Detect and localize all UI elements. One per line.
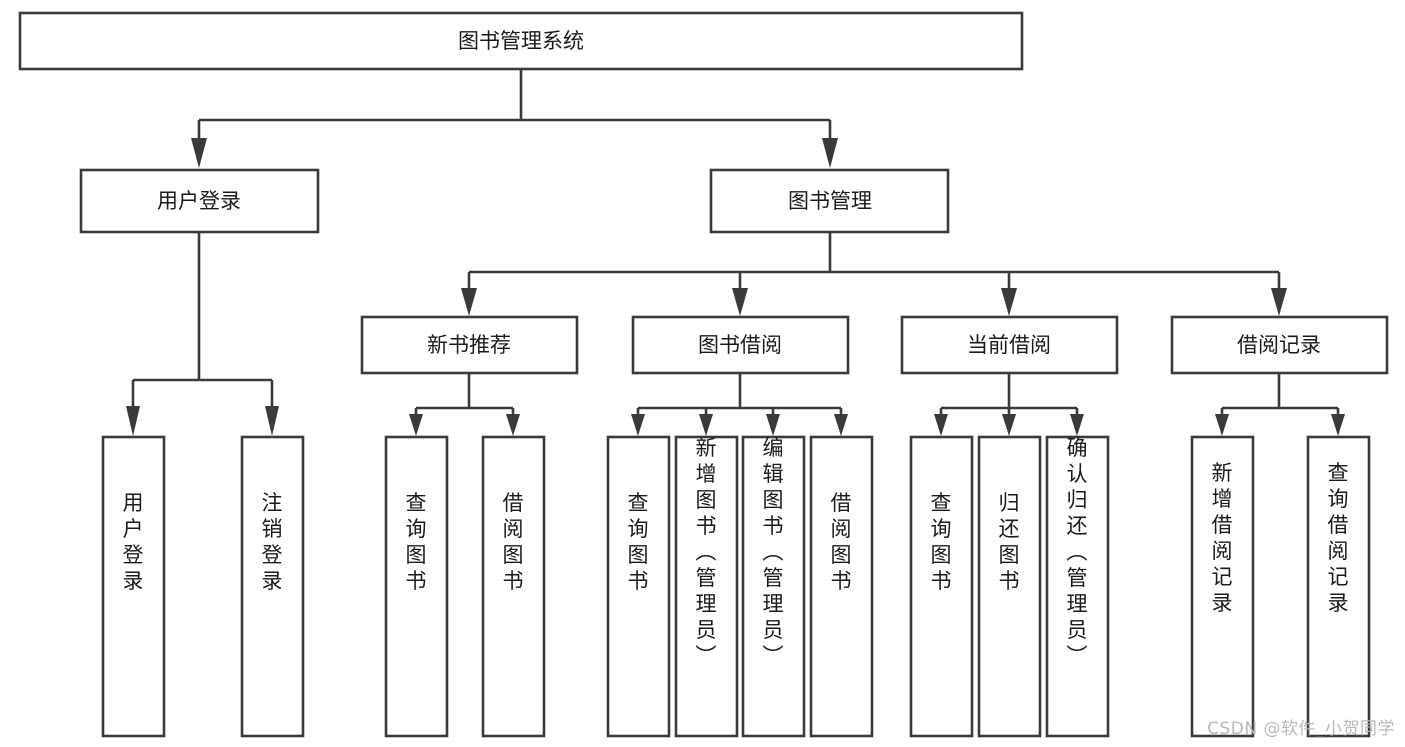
node-user-login-box bbox=[79, 168, 320, 234]
node-new-book-rec[interactable]: 新书推荐 bbox=[360, 315, 579, 375]
leaf-node-borrow-query-book[interactable]: 查询图书 bbox=[606, 435, 671, 738]
leaf-node-borrow-query-book-box bbox=[606, 435, 671, 738]
node-current-borrow-label: 当前借阅 bbox=[967, 333, 1051, 357]
leaf-node-user-logout-box bbox=[240, 435, 305, 738]
arrow-to-book-borrow bbox=[732, 288, 748, 316]
leaf-node-record-query-box bbox=[1306, 435, 1371, 738]
leaf-node-rec-borrow-book-label: 借阅图书 bbox=[503, 491, 524, 593]
leaf-node-record-add-box bbox=[1190, 435, 1255, 738]
node-current-borrow-box bbox=[900, 315, 1119, 375]
leaf-node-borrow-add-book-label: 新增图书︵管理员︶ bbox=[696, 436, 717, 668]
leaf-node-current-confirm-return-label: 确认归还︵管理员︶ bbox=[1067, 436, 1088, 668]
connector-user-login-to-leaves bbox=[126, 232, 279, 436]
node-root-box bbox=[18, 11, 1024, 71]
leaf-node-user-login-box bbox=[101, 435, 166, 738]
node-user-login-label: 用户登录 bbox=[157, 189, 241, 213]
leaf-node-current-confirm-return[interactable]: 确认归还︵管理员︶ bbox=[1045, 435, 1110, 738]
arrow-to-borrow-record bbox=[1271, 288, 1287, 316]
leaf-node-borrow-edit-book-label: 编辑图书︵管理员︶ bbox=[763, 436, 784, 668]
arrow-to-leaf-current-return-book bbox=[1002, 414, 1016, 436]
leaf-node-current-return-book-box bbox=[977, 435, 1042, 738]
leaf-node-current-query-book[interactable]: 查询图书 bbox=[909, 435, 974, 738]
leaf-node-current-return-book[interactable]: 归还图书 bbox=[977, 435, 1042, 738]
node-book-borrow[interactable]: 图书借阅 bbox=[631, 315, 850, 375]
node-current-borrow[interactable]: 当前借阅 bbox=[900, 315, 1119, 375]
connector-book-borrow-to-leaves bbox=[631, 373, 848, 436]
leaf-node-record-query[interactable]: 查询借阅记录 bbox=[1306, 435, 1371, 738]
leaf-node-record-add-label: 新增借阅记录 bbox=[1212, 461, 1233, 615]
leaf-node-borrow-borrow-book[interactable]: 借阅图书 bbox=[809, 435, 874, 738]
arrow-to-current-borrow bbox=[1001, 288, 1017, 316]
node-new-book-rec-box bbox=[360, 315, 579, 375]
arrow-to-leaf-borrow-borrow-book bbox=[834, 414, 848, 436]
leaf-node-current-return-book-label: 归还图书 bbox=[999, 491, 1020, 593]
leaf-node-rec-query-book-box bbox=[384, 435, 449, 738]
arrow-to-new-book-rec bbox=[461, 288, 477, 316]
leaf-node-rec-borrow-book[interactable]: 借阅图书 bbox=[481, 435, 546, 738]
arrow-to-book-manage bbox=[822, 138, 838, 168]
arrow-to-leaf-borrow-query-book bbox=[631, 414, 645, 436]
arrow-to-leaf-user-logout bbox=[265, 406, 279, 436]
leaf-node-rec-query-book[interactable]: 查询图书 bbox=[384, 435, 449, 738]
arrow-to-leaf-rec-query-book bbox=[409, 414, 423, 436]
leaf-node-user-logout[interactable]: 注销登录 bbox=[240, 435, 305, 738]
connector-root-to-level2 bbox=[191, 69, 838, 168]
leaf-node-current-confirm-return-box bbox=[1045, 435, 1110, 738]
arrow-to-leaf-rec-borrow-book bbox=[506, 414, 520, 436]
arrow-to-leaf-borrow-add-book bbox=[699, 414, 713, 436]
node-borrow-record[interactable]: 借阅记录 bbox=[1170, 315, 1389, 375]
leaf-node-rec-borrow-book-box bbox=[481, 435, 546, 738]
leaf-node-borrow-add-book-box bbox=[674, 435, 739, 738]
node-book-manage-label: 图书管理 bbox=[788, 189, 872, 213]
connector-current-borrow-to-leaves bbox=[934, 373, 1084, 436]
leaf-node-user-logout-label: 注销登录 bbox=[262, 491, 283, 593]
csdn-watermark: CSDN @软件_小贺同学 bbox=[1207, 719, 1395, 739]
node-new-book-rec-label: 新书推荐 bbox=[427, 333, 511, 357]
arrow-to-leaf-borrow-edit-book bbox=[766, 414, 780, 436]
node-borrow-record-label: 借阅记录 bbox=[1237, 333, 1321, 357]
arrow-to-leaf-user-login bbox=[126, 406, 140, 436]
node-book-manage[interactable]: 图书管理 bbox=[709, 168, 950, 234]
leaf-node-borrow-borrow-book-label: 借阅图书 bbox=[831, 491, 852, 593]
connector-book-manage-to-level3 bbox=[461, 232, 1287, 316]
leaf-node-rec-query-book-label: 查询图书 bbox=[406, 491, 427, 593]
leaf-node-borrow-query-book-label: 查询图书 bbox=[628, 491, 649, 593]
arrow-to-leaf-current-query-book bbox=[934, 414, 948, 436]
leaf-node-user-login[interactable]: 用户登录 bbox=[101, 435, 166, 738]
leaf-node-borrow-add-book[interactable]: 新增图书︵管理员︶ bbox=[674, 435, 739, 738]
arrow-to-user-login bbox=[191, 138, 207, 168]
arrow-to-leaf-record-query bbox=[1331, 414, 1345, 436]
node-book-borrow-label: 图书借阅 bbox=[698, 333, 782, 357]
leaf-node-record-add[interactable]: 新增借阅记录 bbox=[1190, 435, 1255, 738]
arrow-to-leaf-record-add bbox=[1215, 414, 1229, 436]
leaf-node-borrow-edit-book[interactable]: 编辑图书︵管理员︶ bbox=[741, 435, 806, 738]
node-root-label: 图书管理系统 bbox=[458, 29, 584, 53]
leaf-node-borrow-edit-book-box bbox=[741, 435, 806, 738]
leaf-node-record-query-label: 查询借阅记录 bbox=[1328, 461, 1349, 615]
leaf-node-borrow-borrow-book-box bbox=[809, 435, 874, 738]
leaf-node-user-login-label: 用户登录 bbox=[123, 491, 144, 593]
node-root[interactable]: 图书管理系统 bbox=[18, 11, 1024, 71]
leaf-node-current-query-book-label: 查询图书 bbox=[931, 491, 952, 593]
connector-new-book-rec-to-leaves bbox=[409, 373, 520, 436]
leaf-node-current-query-book-box bbox=[909, 435, 974, 738]
arrow-to-leaf-current-confirm-return bbox=[1070, 414, 1084, 436]
node-user-login[interactable]: 用户登录 bbox=[79, 168, 320, 234]
connector-borrow-record-to-leaves bbox=[1215, 373, 1345, 436]
